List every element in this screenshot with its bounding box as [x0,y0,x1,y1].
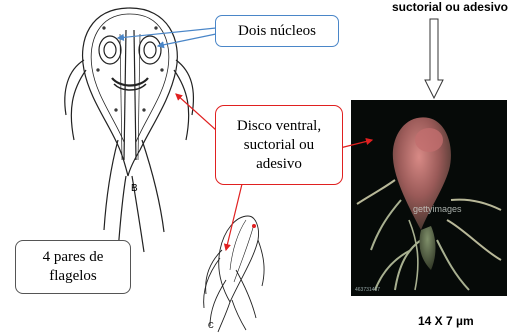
disc-label-line2: suctorial ou [237,136,321,155]
disc-label-line3: adesivo [237,155,321,174]
figure-label-c: C [208,321,214,330]
nuclei-pointers [118,28,216,46]
flagella-callout: 4 pares de flagelos [15,240,131,294]
ventral-disc-callout: Disco ventral, suctorial ou adesivo [215,105,343,185]
nuclei-callout: Dois núcleos [215,15,339,47]
size-label: 14 X 7 µm [418,314,474,328]
nuclei-label: Dois núcleos [238,23,316,39]
flagella-label-line2: flagelos [43,267,104,286]
figure-label-b: B [131,183,138,194]
flagella-label-line1: 4 pares de [43,248,104,267]
disc-label-line1: Disco ventral, [237,117,321,136]
